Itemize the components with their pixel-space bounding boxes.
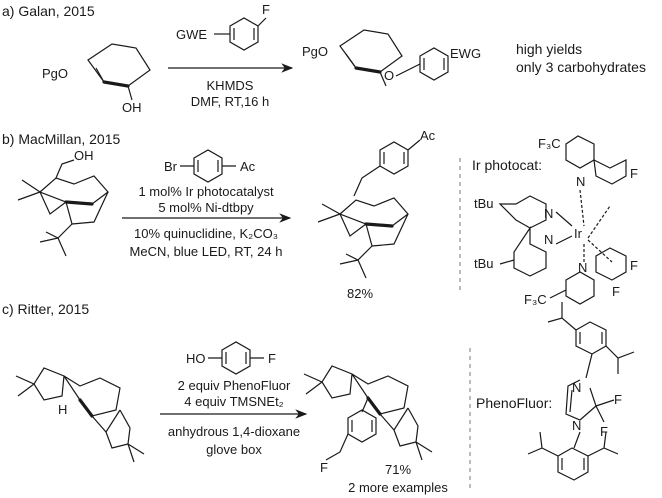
ir-catalyst-condition: 1 mol% Ir photocatalyst — [138, 184, 274, 199]
acetyl-label: Ac — [240, 159, 256, 174]
glovebox-condition: glove box — [206, 442, 262, 457]
cf3-bottom-label: F₃C — [524, 292, 547, 307]
ewg-label: EWG — [450, 46, 481, 61]
quinuclidine-condition: 10% quinuclidine, K₂CO₃ — [134, 226, 278, 241]
imidazole-n-bottom-label: N — [572, 418, 581, 433]
note-three-carbohydrates: only 3 carbohydrates — [516, 59, 646, 75]
phenofluor-condition: 2 equiv PhenoFluor — [178, 378, 291, 393]
dmf-condition: DMF, RT,16 h — [191, 94, 270, 109]
hydroxy-label: HO — [186, 351, 206, 366]
pgo-label: PgO — [42, 66, 68, 81]
imidazole-n-top-label: N — [572, 380, 581, 395]
primary-oh-label: OH — [74, 148, 94, 163]
note-high-yields: high yields — [516, 41, 582, 57]
phenofluor-label: PhenoFluor: — [476, 395, 552, 411]
n-left-top-label: N — [544, 206, 553, 221]
tmsnet2-condition: 4 equiv TMSNEt₂ — [184, 394, 283, 409]
oh-label: OH — [122, 100, 142, 115]
fluoro-label: F — [262, 2, 270, 17]
ir-photocatalyst: Ir photocat: F₃C F tBu N N tBu Ir N N F … — [472, 135, 638, 307]
tbu-bottom-label: tBu — [474, 256, 494, 271]
fluoro-reagent-label: F — [268, 351, 276, 366]
section-b: b) MacMillan, 2015 OH Br Ac 1 mol% Ir ph… — [2, 128, 638, 307]
section-a-starting-sugar: PgO OH — [42, 43, 151, 115]
section-b-product: Ac — [317, 128, 436, 279]
section-c-yield: 71% — [385, 462, 411, 477]
product-pgo-label: PgO — [302, 44, 328, 59]
n-top-label: N — [576, 174, 585, 189]
section-a-product: PgO O EWG — [302, 29, 481, 87]
product-fluoro-label: F — [320, 460, 328, 475]
section-b-starting-sugar: OH — [17, 148, 109, 257]
fluoro-right-label: F — [630, 258, 638, 273]
fluoro-top-label: F — [630, 166, 638, 181]
tbu-top-label: tBu — [474, 196, 494, 211]
hydrogen-label: H — [58, 402, 67, 417]
section-b-reagent: Br Ac — [164, 149, 256, 183]
section-a-label: a) Galan, 2015 — [2, 3, 95, 19]
led-condition: MeCN, blue LED, RT, 24 h — [130, 244, 283, 259]
ni-condition: 5 mol% Ni-dtbpy — [158, 200, 254, 215]
fluoro-phenofluor-1: F — [614, 392, 622, 407]
n-left-bot-label: N — [544, 232, 553, 247]
section-a: a) Galan, 2015 PgO OH F GWE KHMDS DMF, R… — [2, 2, 646, 115]
dioxane-condition: anhydrous 1,4-dioxane — [168, 424, 300, 439]
section-c-starting-sugar: H — [15, 367, 145, 463]
gwe-label: GWE — [176, 27, 207, 42]
iridium-label: Ir — [574, 226, 583, 241]
bromo-label: Br — [164, 159, 178, 174]
section-c-examples: 2 more examples — [348, 480, 448, 495]
n-bottom-label: N — [578, 260, 587, 275]
section-a-reagent: F GWE — [176, 2, 270, 51]
phenofluor-structure: PhenoFluor: N F F N — [476, 302, 635, 481]
section-b-yield: 82% — [347, 286, 373, 301]
fluoro-bottom-label: F — [612, 284, 620, 299]
khmds-condition: KHMDS — [207, 78, 254, 93]
ir-photocat-label: Ir photocat: — [472, 157, 542, 173]
section-c-product: F — [303, 365, 433, 475]
product-acetyl-label: Ac — [420, 128, 436, 143]
section-c-reagent: HO F — [186, 341, 276, 375]
section-c-label: c) Ritter, 2015 — [2, 301, 89, 317]
section-b-label: b) MacMillan, 2015 — [2, 131, 120, 147]
cf3-top-label: F₃C — [538, 136, 561, 151]
aryl-ether-o-label: O — [384, 68, 394, 83]
section-c: c) Ritter, 2015 H HO F 2 equiv PhenoFluo… — [2, 301, 635, 495]
fluoro-phenofluor-2: F — [600, 424, 608, 439]
